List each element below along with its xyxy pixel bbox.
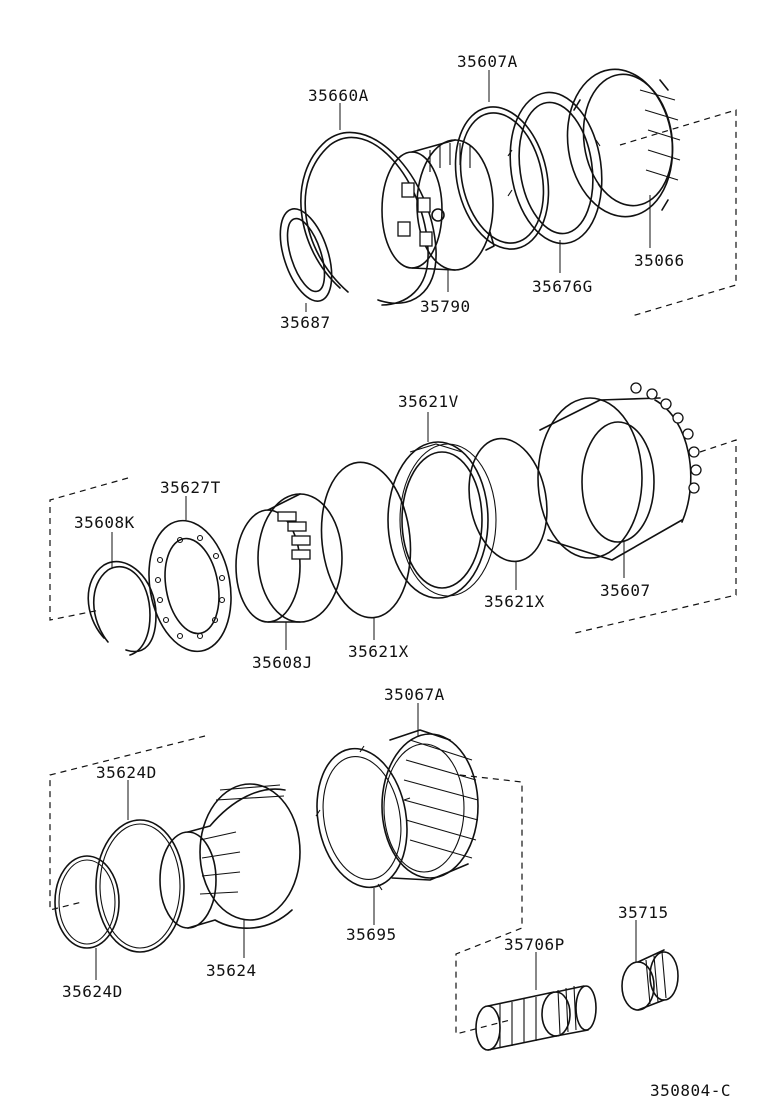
middle-assembly-group: 35621V 35627T 35608K 35608J 35621X 35621… (49, 382, 737, 672)
label-35706p: 35706P (504, 935, 565, 954)
part-35608j-piston[interactable] (235, 493, 343, 623)
part-35676g-plate[interactable] (501, 86, 611, 249)
label-35624d-top: 35624D (96, 763, 157, 782)
label-35621x-right: 35621X (484, 592, 545, 611)
label-35790: 35790 (420, 297, 471, 316)
label-35608k: 35608K (74, 513, 135, 532)
part-35607a-snap-ring[interactable] (443, 98, 561, 258)
label-35607a: 35607A (457, 52, 518, 71)
bottom-assembly-group: 35067A 35624D 35624D 35624 35695 35715 3… (49, 685, 679, 1051)
part-35607-drum[interactable] (537, 382, 702, 561)
label-35627t: 35627T (160, 478, 221, 497)
part-35695-plate[interactable] (307, 741, 418, 894)
top-assembly-group: 35660A 35607A 35687 35790 35676G 35066 (270, 52, 737, 332)
label-35687: 35687 (280, 313, 331, 332)
part-35627t-bearing[interactable] (139, 514, 241, 658)
label-35660a: 35660A (308, 86, 369, 105)
part-35621x-oring-left[interactable] (314, 458, 418, 622)
label-35607: 35607 (600, 581, 651, 600)
part-35067a-hub[interactable] (381, 729, 479, 881)
part-35660a-snap-ring[interactable] (300, 131, 437, 306)
label-35066: 35066 (634, 251, 685, 270)
part-35687-washer[interactable] (270, 203, 342, 308)
label-35621v: 35621V (398, 392, 459, 411)
part-35608k-snap-ring[interactable] (87, 560, 157, 656)
part-35624-piston[interactable] (159, 783, 301, 929)
part-35624d-oring-large[interactable] (95, 819, 185, 953)
label-35695: 35695 (346, 925, 397, 944)
label-35608j: 35608J (252, 653, 313, 672)
label-35715: 35715 (618, 903, 669, 922)
part-35715-bushing[interactable] (621, 949, 679, 1011)
part-35790-carrier[interactable] (381, 139, 495, 271)
part-35706p-shaft[interactable] (475, 985, 597, 1051)
part-35621x-oring-right[interactable] (460, 432, 556, 567)
label-35676g: 35676G (532, 277, 593, 296)
label-35624d-bottom: 35624D (62, 982, 123, 1001)
label-35621x-left: 35621X (348, 642, 409, 661)
label-35067a: 35067A (384, 685, 445, 704)
drawing-number: 350804-C (650, 1081, 731, 1100)
part-35624d-oring-small[interactable] (54, 855, 120, 949)
part-35066-drum[interactable] (558, 62, 682, 223)
label-35624: 35624 (206, 961, 257, 980)
part-35621v-ring[interactable] (387, 441, 497, 599)
